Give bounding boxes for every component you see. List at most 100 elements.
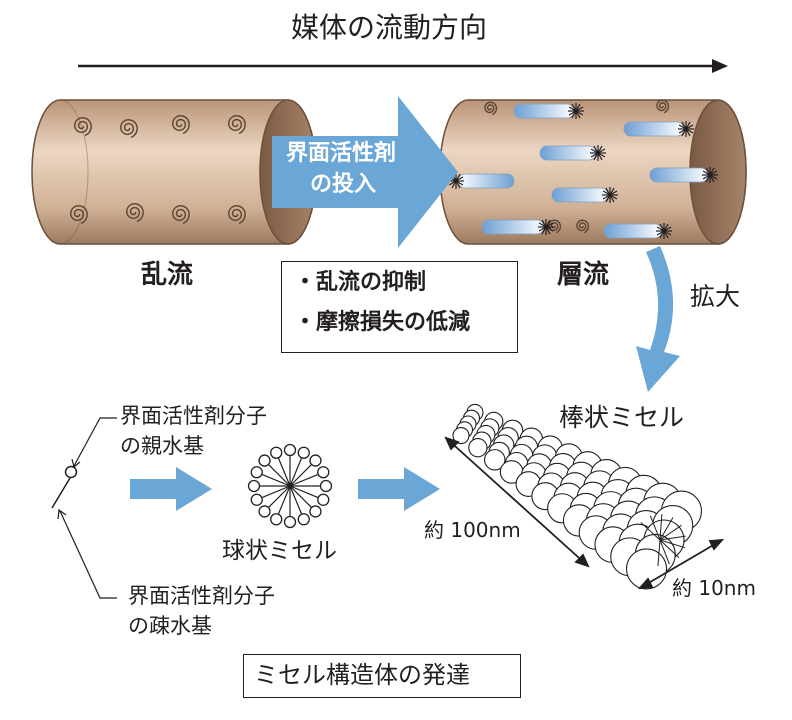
rod-micelles-in-pipe [448,103,718,239]
turbulence-swirls [70,114,246,225]
surfactant-tail [268,485,291,508]
spherical-micelle-label: 球状ミセル [222,538,337,564]
rod-micelle-small [603,223,663,239]
flow-direction-arrow [78,59,728,73]
micelle-tail-line [649,515,661,541]
surfactant-tail [289,485,318,499]
laminar-flow-label: 層流 [557,260,610,290]
micelle-head [656,223,672,239]
length-dimension-arrow [444,436,590,568]
micelle-tail-line [659,539,670,565]
surfactant-tail [262,485,291,499]
micelle-head [568,103,584,119]
rod-micelle-small [513,103,575,119]
surfactant-tail [289,485,312,508]
micelle-sphere-unit [484,449,506,471]
rod-micelle-small [623,121,685,137]
micelle-sphere-unit [468,438,488,458]
hydrophobic-leader [57,508,117,599]
swirl [74,116,92,137]
swirl [172,114,190,135]
swirl [228,204,246,225]
hydrophilic-label-1: 界面活性剤分子 [120,404,267,428]
swirl [172,204,190,225]
micelle-head [602,187,618,203]
rod-micelle [452,403,703,590]
swirl [120,118,138,139]
surfactant-tail [262,473,291,487]
rod-micelle-label: 棒状ミセル [559,403,685,432]
micelle-tail-line [659,535,686,541]
surfactant-tail [289,458,303,487]
surfactant-head [317,466,330,479]
surfactant-label-1: 界面活性剤 [286,141,397,166]
surfactant-tail [277,485,291,514]
surfactant-head [283,443,297,457]
turbulent-flow-label: 乱流 [141,260,194,290]
surfactant-head [297,513,310,526]
micelle-tail-line [640,522,661,541]
surfactant-label-2: の投入 [310,172,377,197]
laminar-swirls [484,99,670,234]
surfactant-head [309,454,322,467]
rod-micelle-small [457,173,515,189]
micelle-head [538,219,554,235]
surfactant-head [270,446,283,459]
flow-direction-label: 媒体の流動方向 [291,11,488,44]
swirl [70,204,88,225]
surfactant-head [250,466,263,479]
hydrophilic-leader [71,417,117,469]
arrow-to-spherical [130,467,212,511]
hydrophobic-label-2: の疎水基 [128,614,212,638]
rod-micelle-small [649,167,709,183]
micelle-head [678,121,694,137]
micelle-head [702,167,718,183]
surfactant-head [319,479,333,493]
effect-item: ・乱流の抑制 [294,270,427,295]
surfactant-tail [277,458,291,487]
micelle-tail-line [659,539,685,549]
surfactant-head [309,505,322,518]
surfactant-head [317,493,330,506]
micelle-sphere-unit [452,427,470,445]
surfactant-head [297,446,310,459]
micelle-head [590,145,606,161]
surfactant-molecule [51,465,78,509]
rod-micelle-small [539,145,597,161]
rod-micelle-small [551,187,609,203]
diameter-dimension-arrow [637,538,725,590]
enlarge-arrow [636,246,680,392]
surfactant-head [250,493,263,506]
micelle-tail-line [659,539,680,559]
surfactant-head [247,479,261,493]
surfactant-injection-arrow [272,96,458,248]
surfactant-head [258,454,271,467]
micelle-tail-line [659,517,674,541]
surfactant-tail [268,464,291,487]
micelle-tail-line [659,524,682,541]
effect-item: ・摩擦損失の低減 [294,310,471,335]
swirl [126,202,144,223]
length-label: 約 100nm [424,518,521,542]
spherical-micelle [247,443,333,529]
surfactant-tail [289,464,312,487]
surfactant-tail [289,473,318,487]
caption-text: ミセル構造体の発達 [254,661,470,689]
swirl [656,99,670,114]
swirl [228,114,246,135]
surfactant-head [283,515,297,529]
effects-box: ・乱流の抑制 ・摩擦損失の低減 [281,261,518,353]
rod-micelle-small [481,219,545,235]
caption-box: ミセル構造体の発達 [243,654,521,698]
surfactant-head [258,505,271,518]
arrow-to-rod [358,467,440,511]
diameter-label: 約 10nm [672,576,756,600]
swirl [576,219,590,234]
hydrophobic-label-1: 界面活性剤分子 [128,584,275,608]
swirl [484,101,498,116]
surfactant-head [270,513,283,526]
surfactant-tail [289,485,303,514]
hydrophilic-label-2: の親水基 [120,434,204,458]
